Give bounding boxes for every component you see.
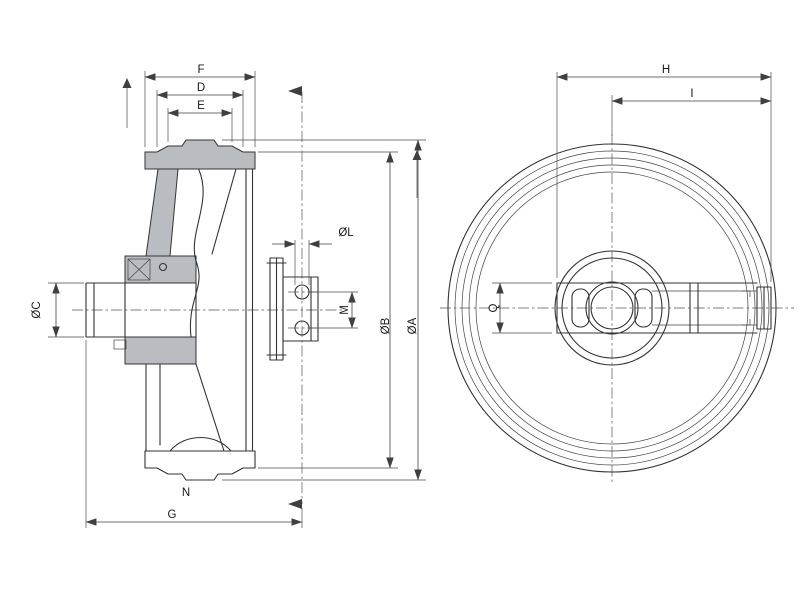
dimension-E: E xyxy=(167,100,233,142)
web-section xyxy=(145,168,179,257)
label-C: ØC xyxy=(31,301,43,318)
label-D: D xyxy=(197,82,205,94)
rim-outer-circle xyxy=(447,143,777,473)
bore-circle-inner xyxy=(590,286,634,330)
tread-outline-bottom xyxy=(144,450,256,481)
label-M: M xyxy=(339,305,351,315)
dimension-B: ØB xyxy=(258,151,398,469)
bore-circle-outer xyxy=(585,281,639,335)
fillet-arc xyxy=(169,437,232,452)
label-F: F xyxy=(197,64,204,76)
dimension-I: I xyxy=(611,88,772,136)
hub-circle-outer xyxy=(554,250,670,366)
dimension-A: ØA xyxy=(222,139,426,481)
label-N: N xyxy=(182,487,190,499)
label-L: ØL xyxy=(338,227,354,239)
dimension-D: D xyxy=(156,82,244,147)
label-B: ØB xyxy=(380,317,392,334)
dimension-M: M xyxy=(309,291,358,329)
label-H: H xyxy=(662,64,670,76)
hub-section-bottom xyxy=(124,336,197,365)
revolve-break-line xyxy=(189,169,204,338)
label-I: I xyxy=(690,88,693,100)
tread-section-top xyxy=(144,139,256,170)
section-arrow-bottom xyxy=(288,499,302,509)
bearing-hatch xyxy=(127,258,151,281)
bracket-section xyxy=(266,257,320,361)
hub-slot-left xyxy=(571,288,590,328)
shaft xyxy=(85,282,126,338)
dimension-L: ØL xyxy=(272,227,354,285)
hub-circle-inner xyxy=(561,257,663,359)
dimension-F: F xyxy=(144,64,256,147)
dimension-G: G xyxy=(85,340,303,528)
hub-slot-right xyxy=(634,288,653,328)
label-G: G xyxy=(168,509,177,521)
web-elevation-line xyxy=(211,168,237,255)
section-arrow-top xyxy=(288,86,302,96)
dimension-Q: Q xyxy=(488,282,552,334)
retainer-detail xyxy=(113,339,127,350)
pin-detail xyxy=(158,262,168,272)
dimension-C: ØC xyxy=(31,282,84,338)
bracket-front xyxy=(556,282,772,334)
label-E: E xyxy=(197,100,205,112)
label-Q: Q xyxy=(488,303,500,312)
dimension-H: H xyxy=(556,64,772,282)
section-view xyxy=(72,86,345,509)
label-A: ØA xyxy=(407,317,419,334)
